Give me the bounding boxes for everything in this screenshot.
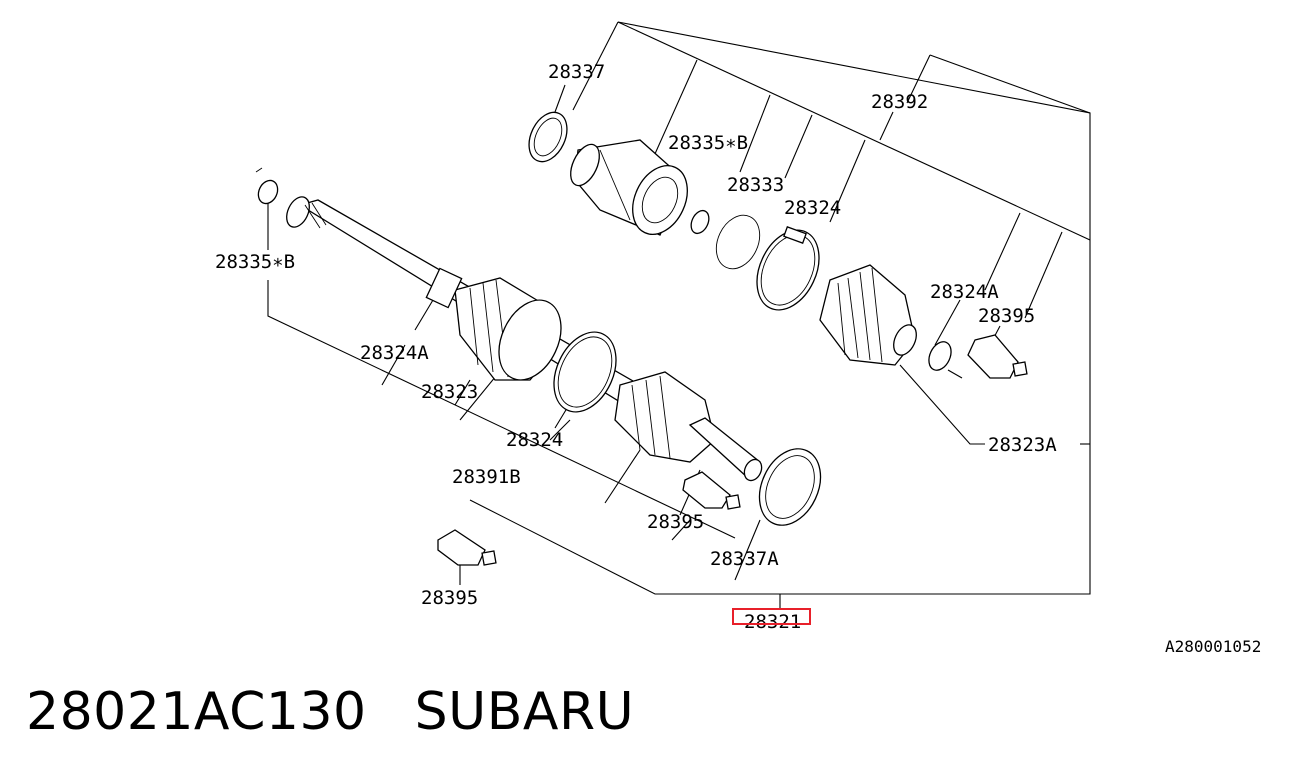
clip-28324a-right <box>928 341 963 379</box>
callout-28321: 28321 <box>744 611 801 633</box>
outer-joint-housing <box>570 139 688 236</box>
ring-28337 <box>528 111 568 163</box>
selected-part-highlight <box>732 608 811 625</box>
callout-28392: 28392 <box>871 91 928 113</box>
callout-28335b-top: 28335∗B <box>668 132 748 154</box>
part-caption: 28021AC130 SUBARU <box>26 682 634 742</box>
callout-28395-right: 28395 <box>978 305 1035 327</box>
exploded-parts-diagram: 28337 28335∗B 28333 28324 28392 28324A 2… <box>215 21 1261 656</box>
ring-28337a <box>758 448 822 526</box>
leader-lines <box>267 21 1091 608</box>
circlip-28335b-left <box>255 167 279 205</box>
ring-28333 <box>715 214 761 270</box>
callout-28323a: 28323A <box>988 434 1057 456</box>
band-28324-top <box>756 226 820 311</box>
circlip-28335b-top <box>690 209 710 235</box>
callout-28333: 28333 <box>727 174 784 196</box>
figure-code: A280001052 <box>1165 637 1261 656</box>
grease-tube-right <box>967 334 1028 379</box>
callout-28324-mid: 28324 <box>506 429 563 451</box>
part-number: 28021AC130 <box>26 682 367 742</box>
grease-tube-left <box>437 529 497 566</box>
brand-name: SUBARU <box>414 682 635 742</box>
callout-28324-top: 28324 <box>784 197 841 219</box>
boot-28323a <box>819 264 917 366</box>
callout-28391b: 28391B <box>452 466 521 488</box>
band-28324-mid <box>553 331 617 413</box>
callout-28337: 28337 <box>548 61 605 83</box>
outer-boot-and-stub <box>614 371 763 482</box>
grease-tube-mid <box>682 471 741 510</box>
callout-28335b-left: 28335∗B <box>215 251 295 273</box>
callout-labels: 28337 28335∗B 28333 28324 28392 28324A 2… <box>215 61 1057 633</box>
callout-28323: 28323 <box>421 381 478 403</box>
inner-boot-28323 <box>425 267 562 381</box>
callout-28395-mid: 28395 <box>647 511 704 533</box>
callout-28324a-left: 28324A <box>360 342 429 364</box>
callout-28337a: 28337A <box>710 548 779 570</box>
callout-28395-left: 28395 <box>421 587 478 609</box>
callout-28324a-right: 28324A <box>930 281 999 303</box>
